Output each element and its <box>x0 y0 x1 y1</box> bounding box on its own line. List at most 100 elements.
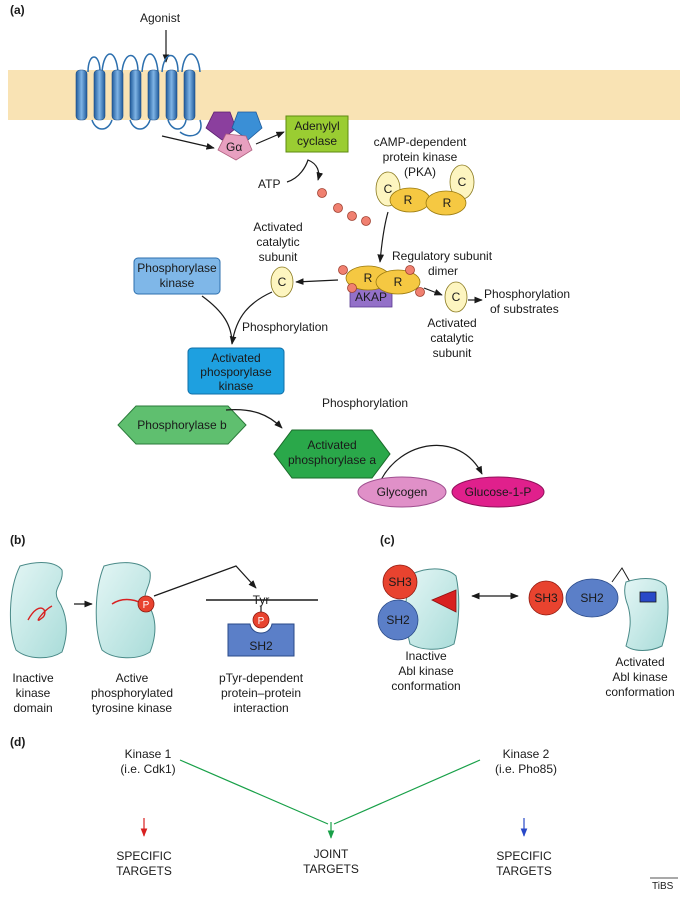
catalytic-right-label-3: subunit <box>433 346 472 360</box>
specific-targets-left-1: SPECIFIC <box>116 849 172 863</box>
joint-targets-2: TARGETS <box>303 862 359 876</box>
activated-phosphorylase-a-label-1: Activated <box>307 438 356 452</box>
phosphorylase-b-label: Phosphorylase b <box>137 418 227 432</box>
phosphorylase-b-shape <box>117 405 247 445</box>
panel-d-label: (d) <box>10 735 25 749</box>
dimer-r-left: R <box>364 271 373 285</box>
catalytic-right-label-1: Activated <box>427 316 476 330</box>
kinase-2-example: (i.e. Pho85) <box>495 762 557 776</box>
substrates-label-2: of substrates <box>490 302 559 316</box>
panel-c-label: (c) <box>380 533 395 547</box>
dimer-to-right-c-arrow <box>423 287 443 296</box>
active-abl-linker <box>611 567 631 583</box>
sh3-domain-active <box>528 580 564 616</box>
inactive-abl-triangle <box>431 589 457 613</box>
akap-label: AKAP <box>355 290 387 304</box>
catalytic-right-c: C <box>452 290 461 304</box>
catalytic-left-label-2: catalytic <box>256 235 299 249</box>
phospho-group-kinase <box>137 595 155 613</box>
journal-credit: TiBS <box>652 881 674 892</box>
sh2-domain-active <box>565 578 619 618</box>
specific-targets-right-1: SPECIFIC <box>496 849 552 863</box>
active-abl-caption-2: Abl kinase <box>612 670 668 684</box>
panel-b-label: (b) <box>10 533 25 547</box>
caption-active-3: tyrosine kinase <box>92 701 172 715</box>
caption-inactive-2: kinase <box>16 686 51 700</box>
adenylyl-cyclase-label-2: cyclase <box>297 134 337 148</box>
active-abl-kinase-domain <box>624 578 669 651</box>
kinase-activation-arrow <box>201 291 273 344</box>
pka-r-left: R <box>404 193 413 207</box>
g-alpha-label: Gα <box>226 140 242 154</box>
active-tyrosine-kinase <box>95 562 156 659</box>
regulatory-dimer-label-2: dimer <box>428 264 458 278</box>
ptyr-recruitment-arrow <box>153 565 257 597</box>
glycogen-label: Glycogen <box>377 485 428 499</box>
cell-membrane <box>8 70 680 120</box>
inactive-abl-caption-2: Abl kinase <box>398 664 454 678</box>
active-abl-caption-1: Activated <box>615 655 664 669</box>
active-abl-caption-3: conformation <box>605 685 674 699</box>
caption-inactive-3: domain <box>13 701 52 715</box>
activated-kinase-label-3: kinase <box>219 379 254 393</box>
caption-ptyr-1: pTyr-dependent <box>219 671 304 685</box>
glucose-1-p-label: Glucose-1-P <box>465 485 532 499</box>
catalytic-left-label-1: Activated <box>253 220 302 234</box>
activated-kinase-label-2: phosporylase <box>200 365 272 379</box>
phosphorylation-label-1: Phosphorylation <box>242 320 328 334</box>
inactive-kinase-domain <box>9 562 67 659</box>
caption-inactive-1: Inactive <box>12 671 54 685</box>
caption-ptyr-2: protein–protein <box>221 686 301 700</box>
glycogen-node <box>357 476 447 508</box>
phosphorylase-kinase-label-1: Phosphorylase <box>137 261 217 275</box>
atp-label: ATP <box>258 177 280 191</box>
regulatory-dimer-label-1: Regulatory subunit <box>392 249 493 263</box>
agonist-label: Agonist <box>140 11 181 25</box>
specific-targets-left-2: TARGETS <box>116 864 172 878</box>
activated-phosphorylase-kinase-box <box>187 347 285 395</box>
activated-phosphorylase-a-shape <box>273 429 391 479</box>
caption-active-2: phosphorylated <box>91 686 173 700</box>
pka-holoenzyme <box>375 164 475 216</box>
kinase-2-label: Kinase 2 <box>503 747 550 761</box>
sh3-domain-inactive <box>382 564 418 600</box>
catalytic-subunit-right <box>444 281 468 313</box>
adenylyl-cyclase-label-1: Adenylyl <box>294 119 339 133</box>
phosphorylase-kinase-box <box>133 257 221 295</box>
substrates-label-1: Phosphorylation <box>484 287 570 301</box>
g-alpha-subunit <box>217 133 253 161</box>
regulatory-subunit-dimer <box>338 265 425 297</box>
phospho-label-kinase: P <box>143 600 150 611</box>
camp-molecules <box>317 188 371 226</box>
pka-label-2: protein kinase <box>383 150 458 164</box>
g-to-cyclase-arrow <box>255 131 285 145</box>
inactive-abl-caption-3: conformation <box>391 679 460 693</box>
caption-active-1: Active <box>116 671 149 685</box>
pka-r-right: R <box>443 196 452 210</box>
catalytic-left-c: C <box>278 275 287 289</box>
sh2-label-active: SH2 <box>580 591 604 605</box>
pka-activation-arrow <box>377 211 389 263</box>
caption-ptyr-3: interaction <box>233 701 288 715</box>
inactive-abl-caption-1: Inactive <box>405 649 447 663</box>
tyr-label: Tyr <box>253 593 270 607</box>
sh2-label-b: SH2 <box>249 639 273 653</box>
receptor-to-g-arrow <box>161 135 215 150</box>
phospho-label-sh2: P <box>258 616 265 627</box>
glucose-1-p-node <box>451 476 545 508</box>
kinase-1-example: (i.e. Cdk1) <box>120 762 175 776</box>
pka-c-left: C <box>384 182 393 196</box>
glycogen-conversion-arrow <box>379 444 483 483</box>
phospho-group-sh2 <box>252 611 270 629</box>
pka-label-3: (PKA) <box>404 165 436 179</box>
pka-label-1: cAMP-dependent <box>374 135 467 149</box>
pka-c-right: C <box>458 175 467 189</box>
specific-targets-right-2: TARGETS <box>496 864 552 878</box>
b-to-a-arrow <box>225 409 283 429</box>
catalytic-left-label-3: subunit <box>259 250 298 264</box>
panel-a-label: (a) <box>10 3 25 17</box>
activated-kinase-label-1: Activated <box>211 351 260 365</box>
dimer-to-left-c-arrow <box>295 278 339 285</box>
catalytic-subunit-left <box>270 266 294 298</box>
